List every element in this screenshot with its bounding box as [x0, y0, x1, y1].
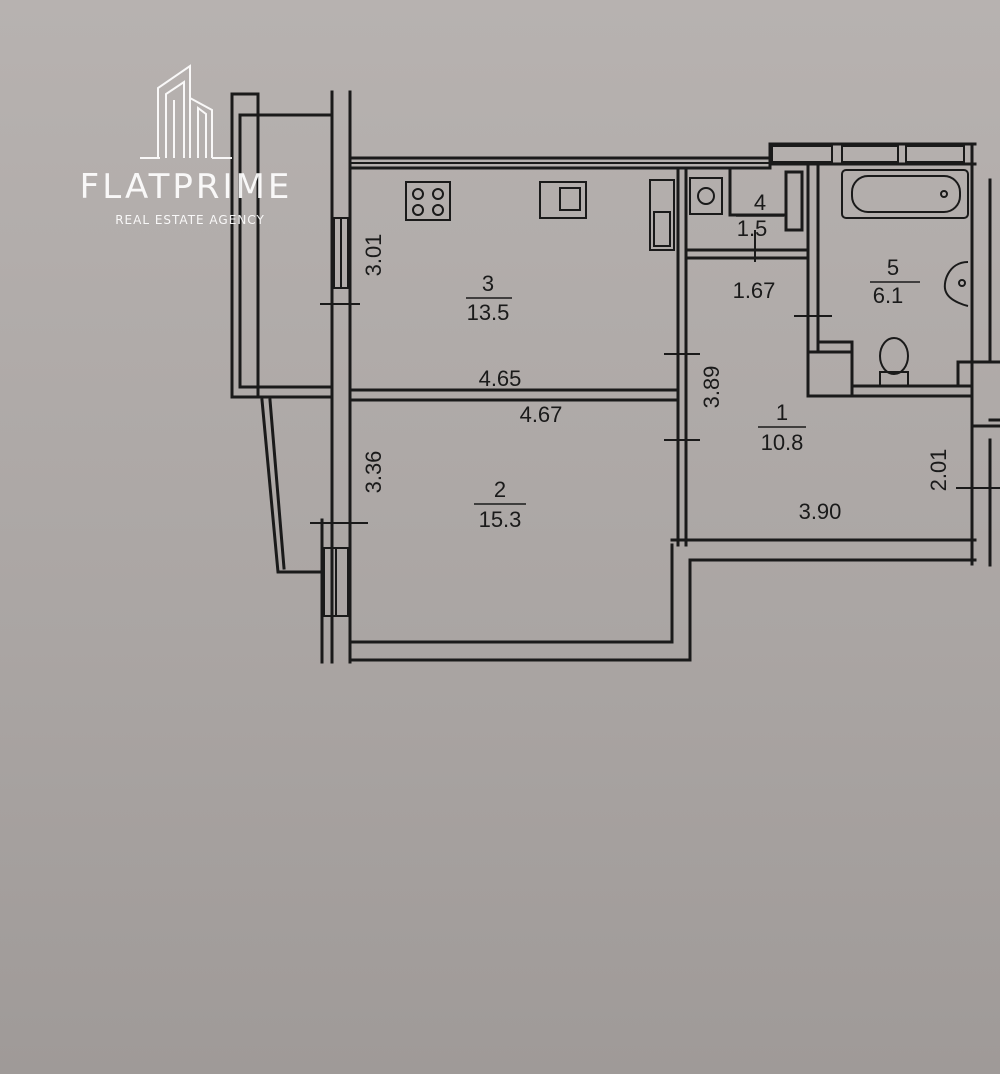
sink-icon	[539, 181, 587, 219]
bathroom-walls	[806, 162, 974, 398]
window-room2-left	[323, 547, 349, 617]
room-labels: 3 13.5 2 15.3 1 10.8 4 1.5 5 6.1	[466, 190, 920, 532]
washbasin-icon	[943, 261, 969, 307]
room-2-number: 2	[494, 477, 506, 502]
window-bath-top	[771, 145, 965, 163]
opening-marks	[310, 230, 1000, 524]
appliance-icon	[649, 179, 675, 251]
room-5-number: 5	[887, 255, 899, 280]
dim-room2-width: 4.67	[520, 402, 563, 427]
room-3-area: 13.5	[467, 300, 510, 325]
room-2-area: 15.3	[479, 507, 522, 532]
windows	[323, 145, 965, 617]
loggia-walls	[230, 92, 334, 574]
dim-hall-height: 3.89	[699, 366, 724, 409]
dim-hall-width: 3.90	[799, 499, 842, 524]
dimension-labels: 4.65 4.67 3.90 1.67 3.01 3.36 3.89 2.01	[361, 234, 951, 524]
room-1-number: 1	[776, 400, 788, 425]
building-logo-icon	[140, 64, 232, 159]
closet-walls	[684, 166, 810, 260]
room-5-area: 6.1	[873, 283, 904, 308]
bathtub-icon	[841, 169, 969, 219]
kitchen-room2-wall	[348, 388, 680, 402]
watermark: FLATPRIME REAL ESTATE AGENCY	[80, 64, 293, 227]
dim-entry-height: 2.01	[926, 449, 951, 492]
room2-bottom-wall	[348, 543, 692, 662]
room-1-area: 10.8	[761, 430, 804, 455]
dim-room2-height: 3.36	[361, 451, 386, 494]
room-3-number: 3	[482, 271, 494, 296]
hall-bottom-wall	[670, 538, 977, 562]
kitchen-hall-partition	[676, 166, 688, 547]
watermark-tagline: REAL ESTATE AGENCY	[115, 213, 265, 227]
walls	[230, 90, 1000, 664]
toilet-icon	[879, 337, 909, 387]
stove-icon	[405, 181, 451, 221]
room-4-area: 1.5	[737, 216, 768, 241]
watermark-brand: FLATPRIME	[80, 167, 293, 207]
fixtures	[405, 169, 969, 387]
top-wall	[348, 142, 977, 170]
room-4-number: 4	[754, 190, 766, 215]
window-kitchen-left	[333, 217, 349, 289]
dim-kitchen-height: 3.01	[361, 234, 386, 277]
dim-closet-width: 1.67	[733, 278, 776, 303]
right-outer-wall	[956, 142, 1000, 567]
boiler-icon	[689, 177, 723, 215]
left-outer-wall	[320, 90, 352, 664]
dim-kitchen-width: 4.65	[479, 366, 522, 391]
